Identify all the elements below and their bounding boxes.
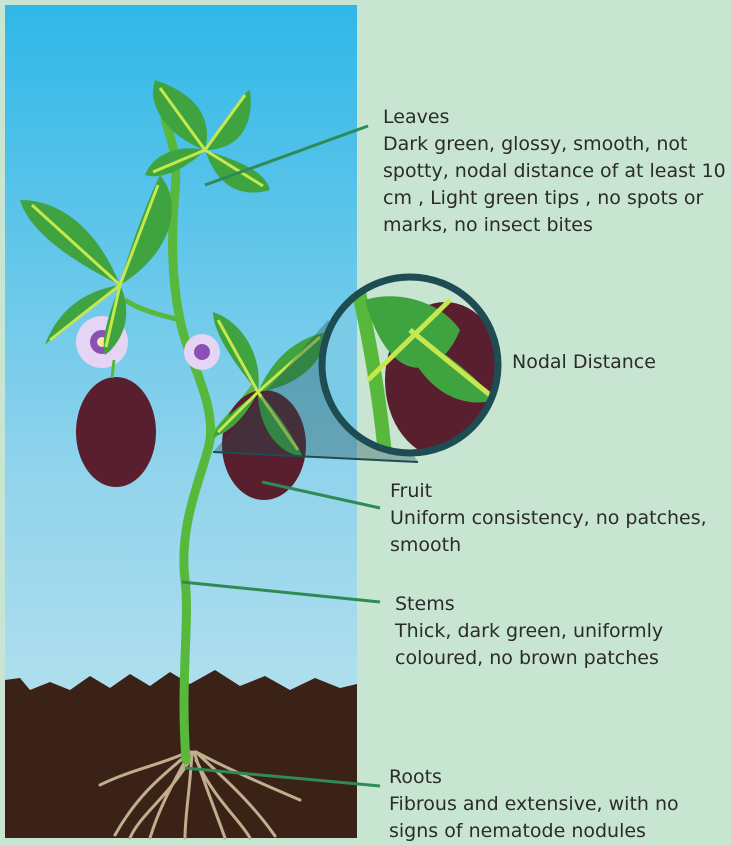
leaves-title: Leaves: [383, 104, 728, 131]
roots-description: Fibrous and extensive, with no signs of …: [389, 791, 719, 845]
leaves-label: Leaves Dark green, glossy, smooth, not s…: [383, 104, 728, 239]
leaves-description: Dark green, glossy, smooth, not spotty, …: [383, 131, 728, 239]
stems-title: Stems: [395, 591, 695, 618]
fruit-description: Uniform consistency, no patches, smooth: [390, 505, 728, 559]
nodal-title: Nodal Distance: [512, 349, 656, 376]
roots-label: Roots Fibrous and extensive, with no sig…: [389, 764, 719, 845]
fruit-label: Fruit Uniform consistency, no patches, s…: [390, 478, 728, 559]
flower-right: [184, 334, 220, 370]
roots-title: Roots: [389, 764, 719, 791]
fruit-left: [76, 377, 156, 487]
stems-description: Thick, dark green, uniformly coloured, n…: [395, 618, 695, 672]
fruit-title: Fruit: [390, 478, 728, 505]
nodal-label: Nodal Distance: [512, 349, 656, 376]
stems-label: Stems Thick, dark green, uniformly colou…: [395, 591, 695, 672]
